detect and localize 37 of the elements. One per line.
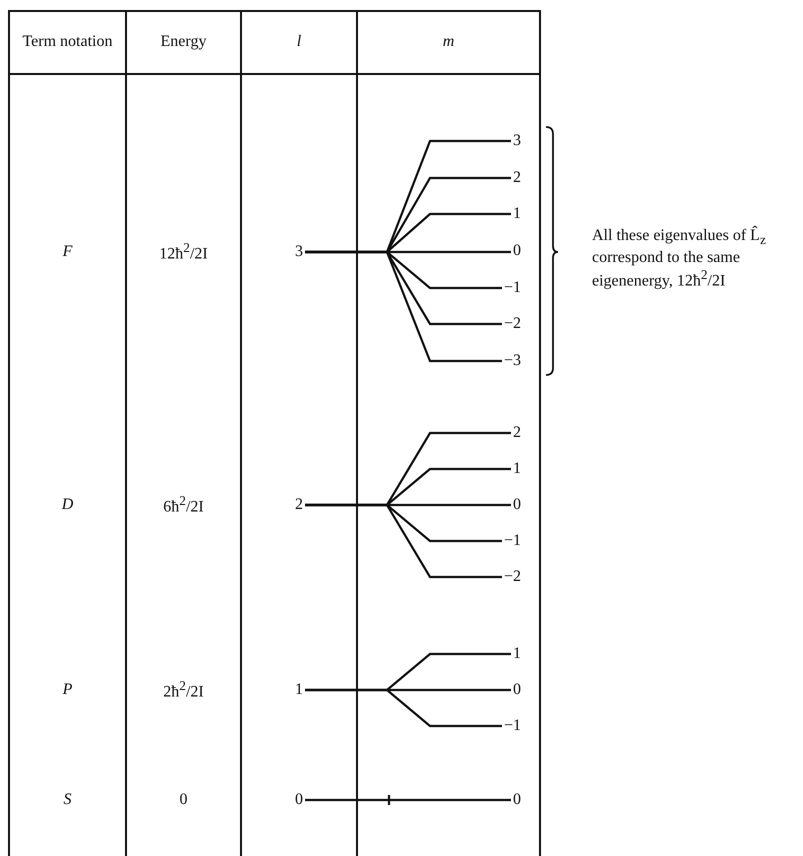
splitting-line <box>305 688 502 728</box>
l-value: 1 <box>292 679 306 701</box>
m-value: 0 <box>510 240 524 262</box>
l-value: 0 <box>292 789 306 811</box>
m-value: 1 <box>510 458 524 480</box>
m-value: 2 <box>510 422 524 444</box>
l-value: 3 <box>292 241 306 263</box>
m-value: 1 <box>510 643 524 665</box>
column-header: Term notation <box>22 32 114 52</box>
m-value: −2 <box>500 313 524 335</box>
m-value: −1 <box>500 530 524 552</box>
splitting-line <box>305 504 502 578</box>
splitting-line <box>305 250 502 362</box>
m-value: 3 <box>510 130 524 152</box>
column-header: Energy <box>160 32 208 52</box>
m-value: 2 <box>510 167 524 189</box>
energy-value: 6ħ$^{2}$/2I <box>162 493 205 517</box>
m-value: 1 <box>510 203 524 225</box>
energy-value: 2ħ$^{2}$/2I <box>162 678 205 702</box>
annotation-note: All these eigenvalues of L̂$_{z}$ correspond to the same eigenenergy, 12ħ$^{2}$/2I <box>592 226 767 290</box>
column-header: m <box>442 32 456 52</box>
m-value: 0 <box>510 789 524 811</box>
m-value: 0 <box>510 494 524 516</box>
energy-value: 12ħ$^{2}$/2I <box>158 240 209 264</box>
term-symbol: D <box>60 495 74 515</box>
m-value: −3 <box>500 350 524 372</box>
l-value: 2 <box>292 494 306 516</box>
term-symbol: P <box>62 680 74 700</box>
m-value: 0 <box>510 679 524 701</box>
term-symbol: F <box>62 242 74 262</box>
m-value: −1 <box>500 715 524 737</box>
column-header: l <box>296 32 302 52</box>
splitting-line <box>304 794 512 806</box>
m-value: −1 <box>500 277 524 299</box>
energy-value: 0 <box>178 790 188 810</box>
term-symbol: S <box>62 790 72 810</box>
m-value: −2 <box>500 566 524 588</box>
